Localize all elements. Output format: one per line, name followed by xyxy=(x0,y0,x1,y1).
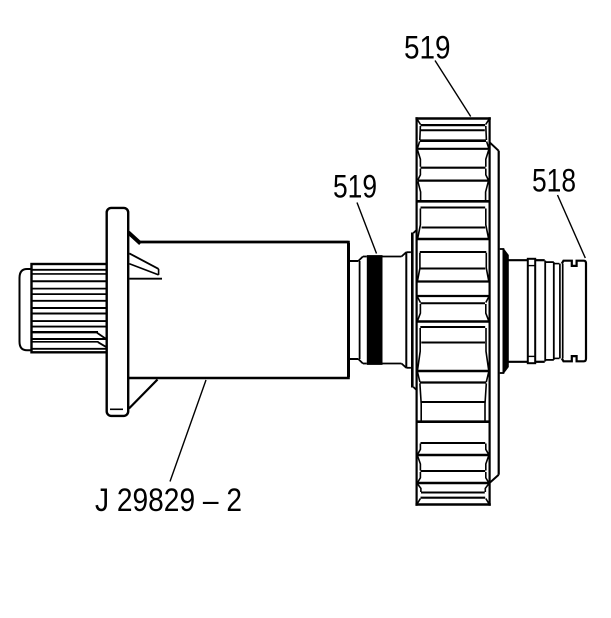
svg-text:J 29829 – 2: J 29829 – 2 xyxy=(95,482,242,518)
svg-text:519: 519 xyxy=(404,30,451,66)
svg-text:519: 519 xyxy=(333,169,377,205)
svg-text:518: 518 xyxy=(532,163,576,199)
